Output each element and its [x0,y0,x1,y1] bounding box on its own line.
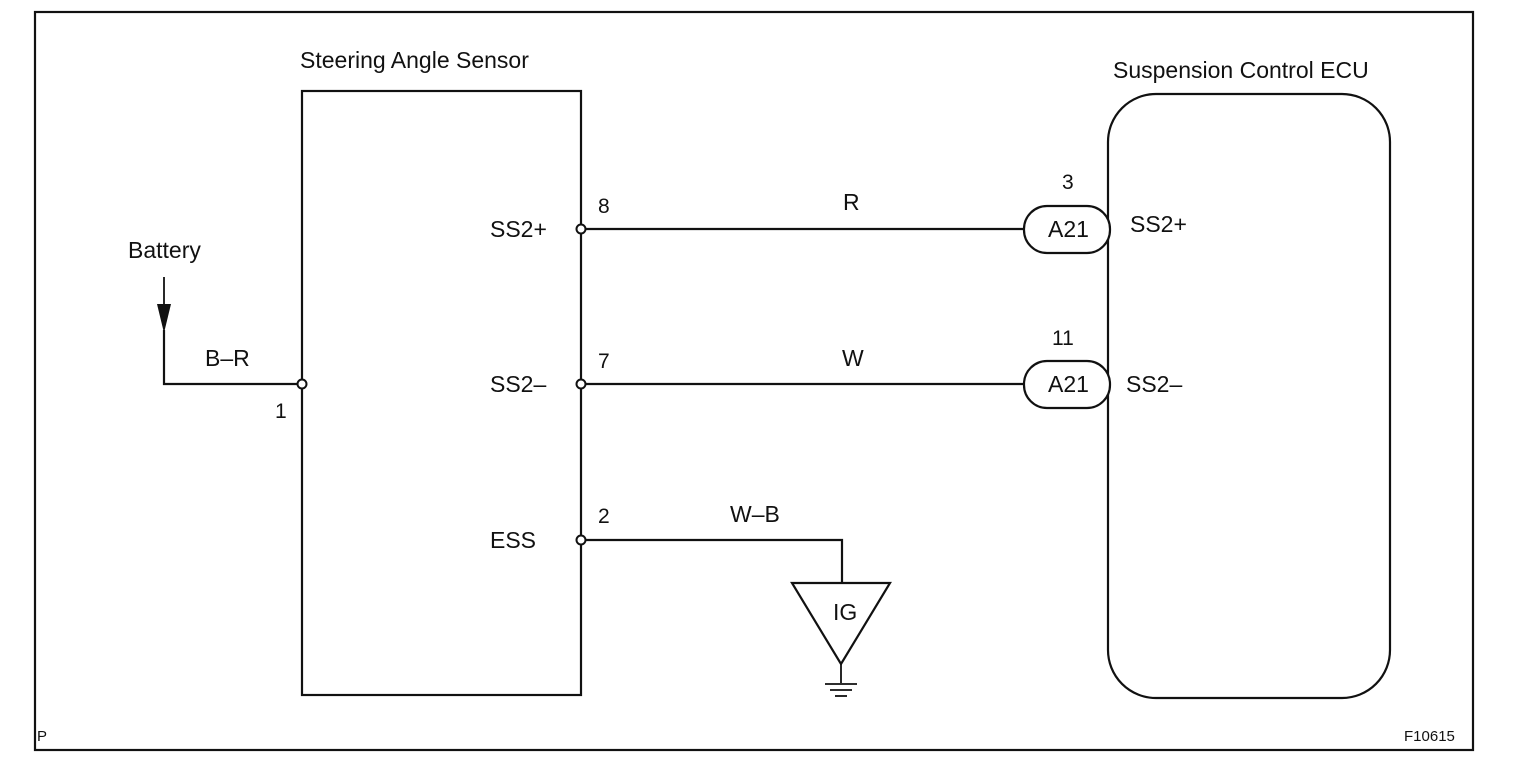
wire-color-w: W [842,345,864,371]
ecu-pin-3: 3 [1062,171,1074,194]
connector-a21-top-label: A21 [1048,216,1089,242]
connector-a21-bottom [1022,359,1112,410]
corner-label: P [37,728,47,745]
wire-color-w-b: W–B [730,501,780,527]
sensor-pin-8-terminal [575,223,587,235]
diagram-frame [33,10,1475,752]
sensor-terminal-ss2-minus: SS2– [490,371,546,397]
wire-ess [585,538,844,583]
ground-point-triangle [790,581,892,667]
ecu-terminal-ss2-plus: SS2+ [1130,211,1187,237]
sensor-pin-1: 1 [275,400,287,423]
steering-angle-sensor-box [300,89,583,697]
connector-a21-top [1022,204,1112,255]
connector-a21-bottom-label: A21 [1048,371,1089,397]
sensor-terminal-ess: ESS [490,527,536,553]
sensor-title: Steering Angle Sensor [300,47,529,73]
sensor-pin-1-terminal [296,378,308,390]
battery-wire-color: B–R [205,345,250,371]
ecu-terminal-ss2-minus: SS2– [1126,371,1182,397]
ground-icon [825,683,857,697]
battery-label: Battery [128,237,201,263]
battery-arrow-icon [157,304,171,333]
battery-wire [162,330,298,386]
sensor-pin-8: 8 [598,195,610,218]
ecu-pin-11: 11 [1052,327,1074,350]
ecu-title: Suspension Control ECU [1113,57,1369,83]
sensor-pin-7: 7 [598,350,610,373]
figure-code: F10615 [1404,728,1455,745]
wire-color-r: R [843,189,860,215]
sensor-pin-2: 2 [598,505,610,528]
ground-point-label: IG [833,599,857,625]
sensor-pin-2-terminal [575,534,587,546]
sensor-pin-7-terminal [575,378,587,390]
sensor-terminal-ss2-plus: SS2+ [490,216,547,242]
